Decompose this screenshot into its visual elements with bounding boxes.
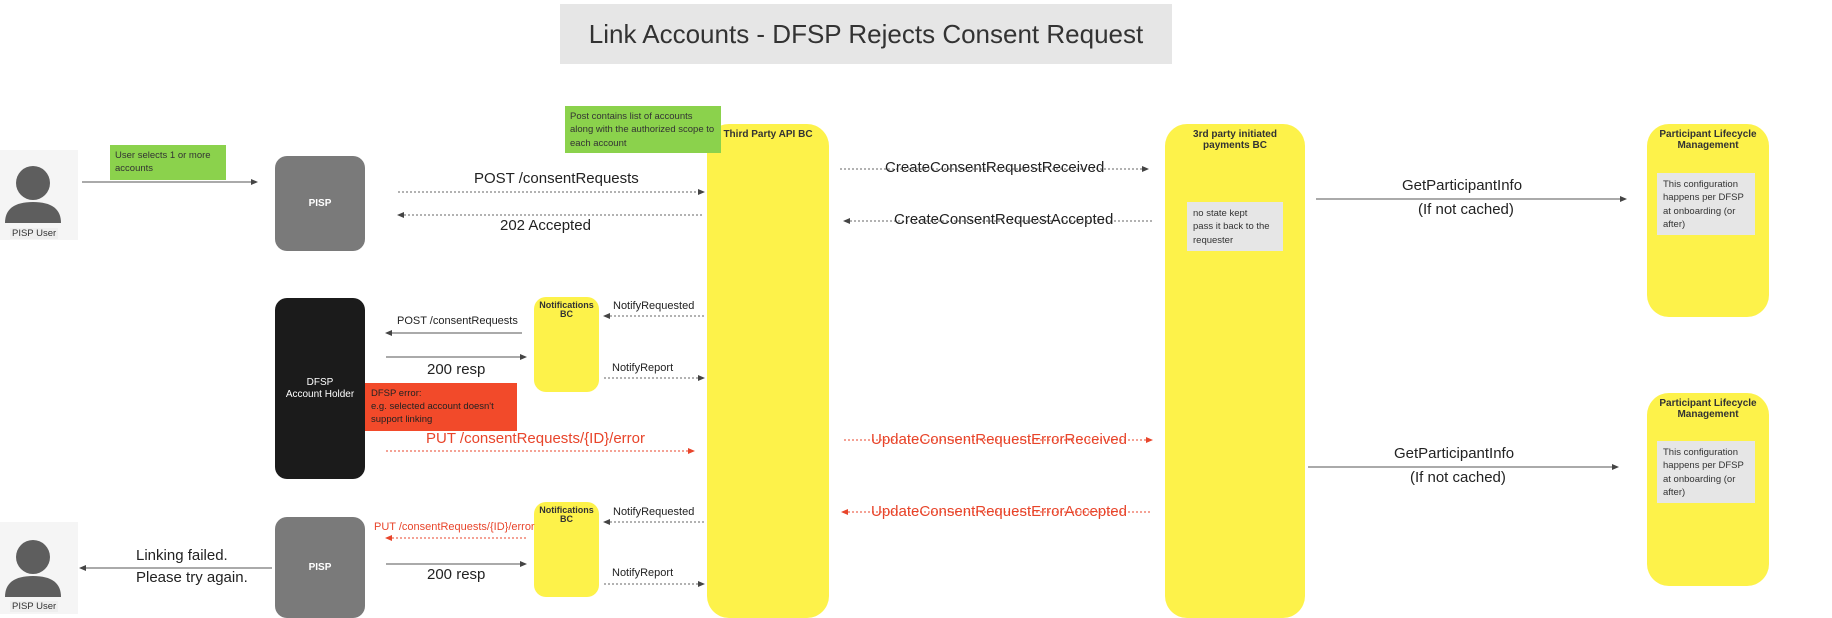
diagram-title: Link Accounts - DFSP Rejects Consent Req… — [560, 4, 1172, 64]
lane-title: Notifications BC — [539, 300, 594, 320]
msg-post-consent-requests: POST /consentRequests — [474, 170, 639, 187]
pisp-box-bottom: PISP — [275, 517, 365, 618]
user-label: PISP User — [10, 228, 59, 239]
note-dfsp-error: DFSP error: e.g. selected account doesn'… — [365, 383, 517, 431]
msg-put-error: PUT /consentRequests/{ID}/error — [426, 430, 645, 447]
note-config-bottom: This configuration happens per DFSP at o… — [1657, 441, 1755, 503]
msg-200-resp-bottom: 200 resp — [427, 566, 486, 583]
note-config-top: This configuration happens per DFSP at o… — [1657, 173, 1755, 235]
msg-update-error-received: UpdateConsentRequestErrorReceived — [871, 431, 1127, 448]
lane-title: Participant Lifecycle Management — [1659, 398, 1757, 420]
note-post-contains: Post contains list of accounts along wit… — [565, 106, 721, 153]
msg-get-participant-info-top: GetParticipantInfo — [1402, 177, 1523, 194]
user-icon — [5, 540, 61, 597]
lane-title: Third Party API BC — [723, 129, 813, 140]
pisp-user-bottom: PISP User — [0, 522, 78, 614]
lane-title: Notifications BC — [539, 505, 594, 525]
lane-title: Participant Lifecycle Management — [1659, 129, 1757, 151]
user-icon — [5, 166, 61, 223]
msg-put-error-pisp: PUT /consentRequests/{ID}/error — [374, 521, 535, 533]
lane-title: 3rd party initiated payments BC — [1193, 129, 1277, 151]
msg-if-not-cached-top: (If not cached) — [1418, 201, 1514, 218]
lane-notifications-bottom: Notifications BC — [534, 502, 599, 597]
msg-200-resp-top: 200 resp — [427, 361, 486, 378]
dfsp-account-holder-box: DFSP Account Holder — [275, 298, 365, 479]
note-no-state: no state kept pass it back to the reques… — [1187, 202, 1283, 251]
pisp-box-top: PISP — [275, 156, 365, 251]
lane-notifications-top: Notifications BC — [534, 297, 599, 392]
msg-202-accepted: 202 Accepted — [500, 217, 591, 234]
lane-third-party-api: Third Party API BC — [707, 124, 829, 618]
user-label: PISP User — [10, 601, 59, 612]
msg-get-participant-info-bottom: GetParticipantInfo — [1394, 445, 1515, 462]
note-user-selects: User selects 1 or more accounts — [110, 145, 226, 180]
msg-linking-failed-line2: Please try again. — [136, 569, 248, 586]
msg-create-accepted: CreateConsentRequestAccepted — [894, 211, 1114, 228]
msg-linking-failed-line1: Linking failed. — [136, 547, 228, 564]
msg-notify-report-top: NotifyReport — [612, 362, 674, 374]
pisp-user-top: PISP User — [0, 150, 78, 240]
msg-notify-requested-top: NotifyRequested — [613, 300, 695, 312]
msg-post-consent-dfsp: POST /consentRequests — [397, 315, 518, 327]
msg-if-not-cached-bottom: (If not cached) — [1410, 469, 1506, 486]
msg-notify-requested-bottom: NotifyRequested — [613, 506, 695, 518]
msg-notify-report-bottom: NotifyReport — [612, 567, 674, 579]
msg-update-error-accepted: UpdateConsentRequestErrorAccepted — [871, 503, 1127, 520]
msg-create-received: CreateConsentRequestReceived — [885, 159, 1105, 176]
